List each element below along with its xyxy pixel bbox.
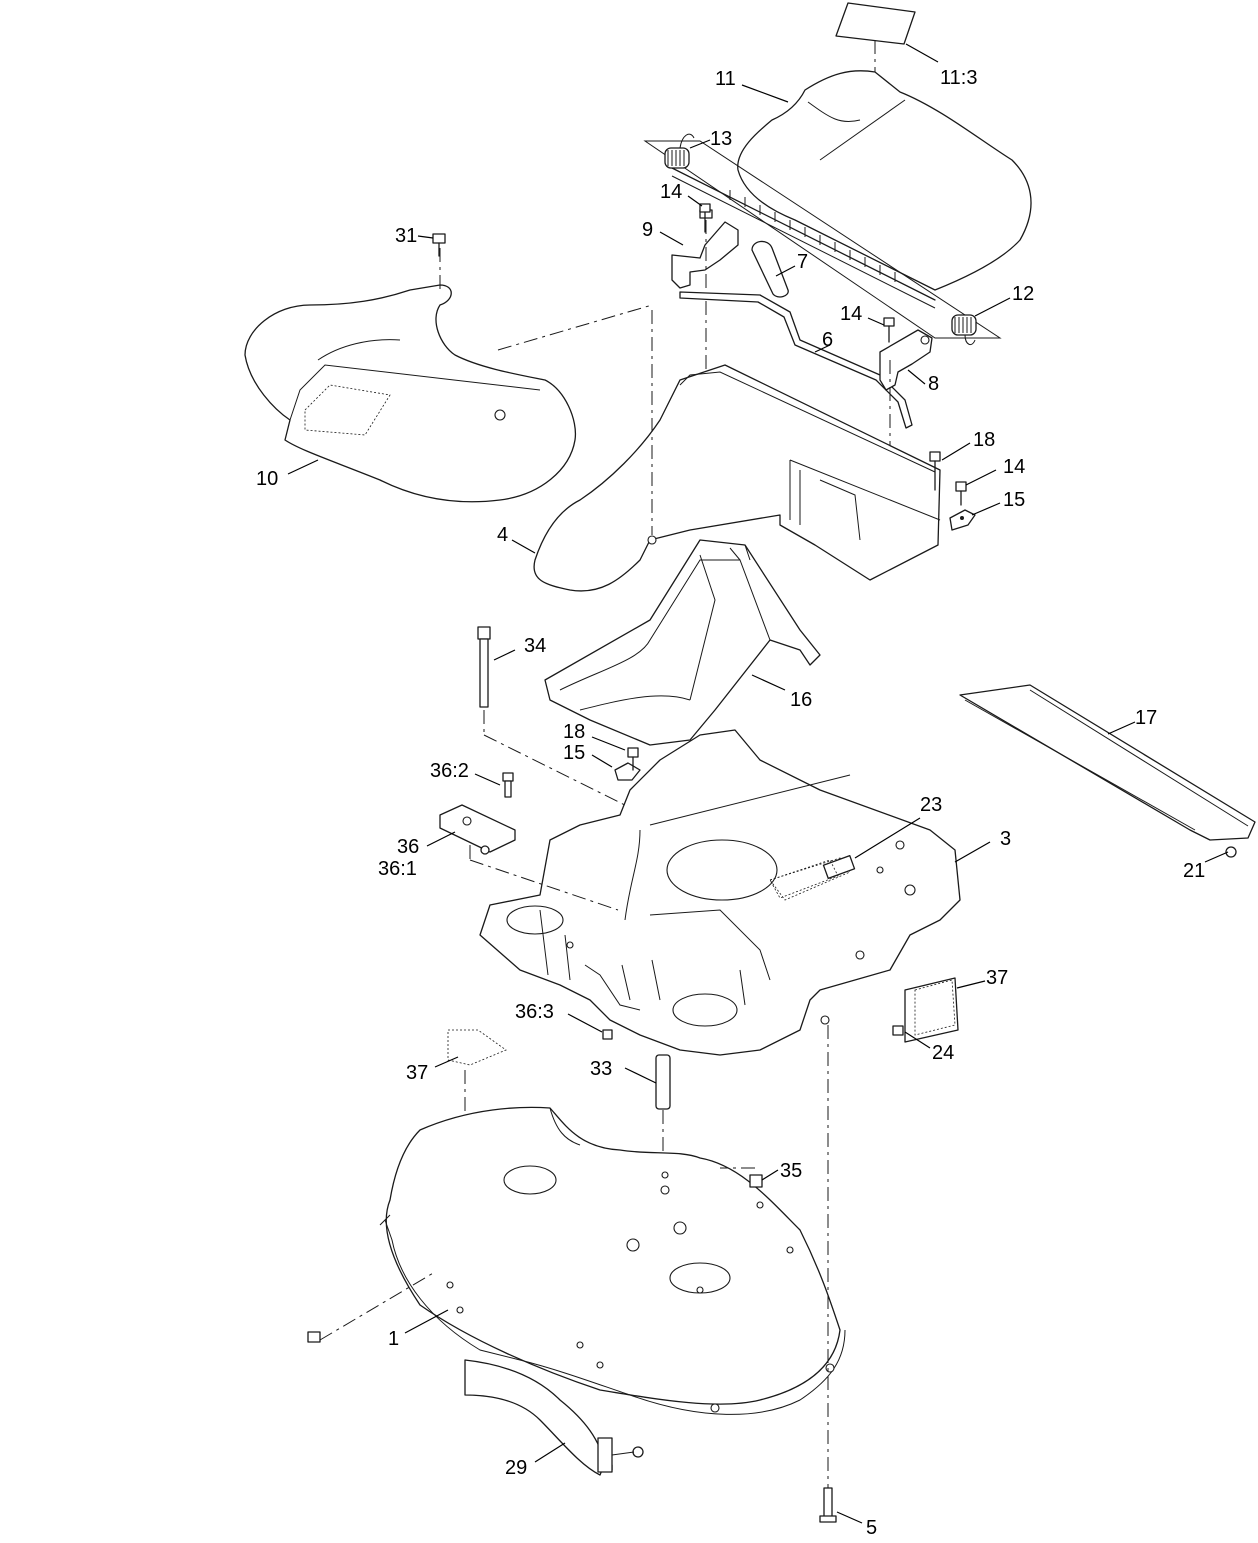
callout-4: 4 — [497, 524, 508, 546]
callout-36-1: 36:1 — [378, 858, 417, 880]
callout-1: 1 — [388, 1328, 399, 1350]
callout-24: 24 — [932, 1042, 954, 1064]
part-7-grip — [751, 240, 789, 298]
part-8-seat-bracket — [879, 329, 933, 520]
callout-29: 29 — [505, 1457, 527, 1479]
callout-14-c: 14 — [1003, 456, 1025, 478]
part-36-3-nut — [602, 1029, 613, 1040]
part-14-screw-b — [883, 317, 895, 343]
callout-36: 36 — [397, 836, 419, 858]
callout-3: 3 — [1000, 828, 1011, 850]
callout-23: 23 — [920, 794, 942, 816]
part-1-nut — [307, 1331, 321, 1343]
part-9-seat-bracket — [671, 209, 739, 390]
callout-11-3: 11:3 — [940, 67, 977, 89]
part-18-screw-b — [627, 747, 639, 771]
callout-35: 35 — [780, 1160, 802, 1182]
part-24-nut — [892, 1025, 904, 1036]
callout-9: 9 — [642, 219, 653, 241]
part-14-screw-c — [955, 481, 967, 506]
callout-15-b: 15 — [563, 742, 585, 764]
callout-14-a: 14 — [660, 181, 682, 203]
part-11-seat-panel — [643, 70, 1032, 339]
callout-18-a: 18 — [973, 429, 995, 451]
leader-lines — [287, 43, 1229, 1524]
part-6-seat-rod — [679, 291, 913, 429]
part-13-torsion-spring — [664, 133, 695, 169]
callout-31: 31 — [395, 225, 417, 247]
part-15-clip-b — [614, 762, 641, 781]
part-12-torsion-spring — [951, 314, 977, 346]
callout-10: 10 — [256, 468, 278, 490]
callout-37-a: 37 — [986, 967, 1008, 989]
part-5-bolt — [819, 1025, 837, 1523]
part-16-panel — [544, 539, 821, 746]
callout-36-3: 36:3 — [515, 1001, 554, 1023]
callout-6: 6 — [822, 329, 833, 351]
callout-36-2: 36:2 — [430, 760, 469, 782]
callout-12: 12 — [1012, 283, 1034, 305]
part-37-decal-a — [904, 977, 959, 1043]
part-18-screw-a — [929, 451, 941, 491]
part-29-shield — [464, 1359, 644, 1476]
part-4-seat-base — [497, 304, 941, 592]
part-36-2-bolt — [502, 772, 514, 798]
callout-34: 34 — [524, 635, 546, 657]
part-15-clip-a — [949, 509, 976, 531]
callout-14-b: 14 — [840, 303, 862, 325]
callout-18-b: 18 — [563, 721, 585, 743]
callout-15-a: 15 — [1003, 489, 1025, 511]
part-23-decal — [769, 859, 839, 899]
part-3-main-frame — [479, 729, 961, 1056]
callout-7: 7 — [797, 251, 808, 273]
part-10-seat-cover — [244, 248, 577, 503]
callout-labels: 11 11:3 13 14 9 31 7 12 14 6 8 18 14 10 … — [256, 67, 1205, 1539]
part-14-screw-a — [699, 203, 711, 233]
callout-16: 16 — [790, 689, 812, 711]
callout-5: 5 — [866, 1517, 877, 1539]
part-1-mower-deck — [319, 1106, 846, 1415]
callout-11: 11 — [715, 68, 736, 90]
part-36-mount-plate — [439, 804, 619, 911]
part-17-rail — [959, 684, 1256, 841]
callout-8: 8 — [928, 373, 939, 395]
callout-13: 13 — [710, 128, 732, 150]
part-21-screw — [1225, 846, 1237, 858]
callout-21: 21 — [1183, 860, 1205, 882]
callout-17: 17 — [1135, 707, 1157, 729]
part-35-nut — [749, 1174, 763, 1188]
part-31-screw — [432, 233, 446, 257]
callout-37-b: 37 — [406, 1062, 428, 1084]
callout-33: 33 — [590, 1058, 612, 1080]
